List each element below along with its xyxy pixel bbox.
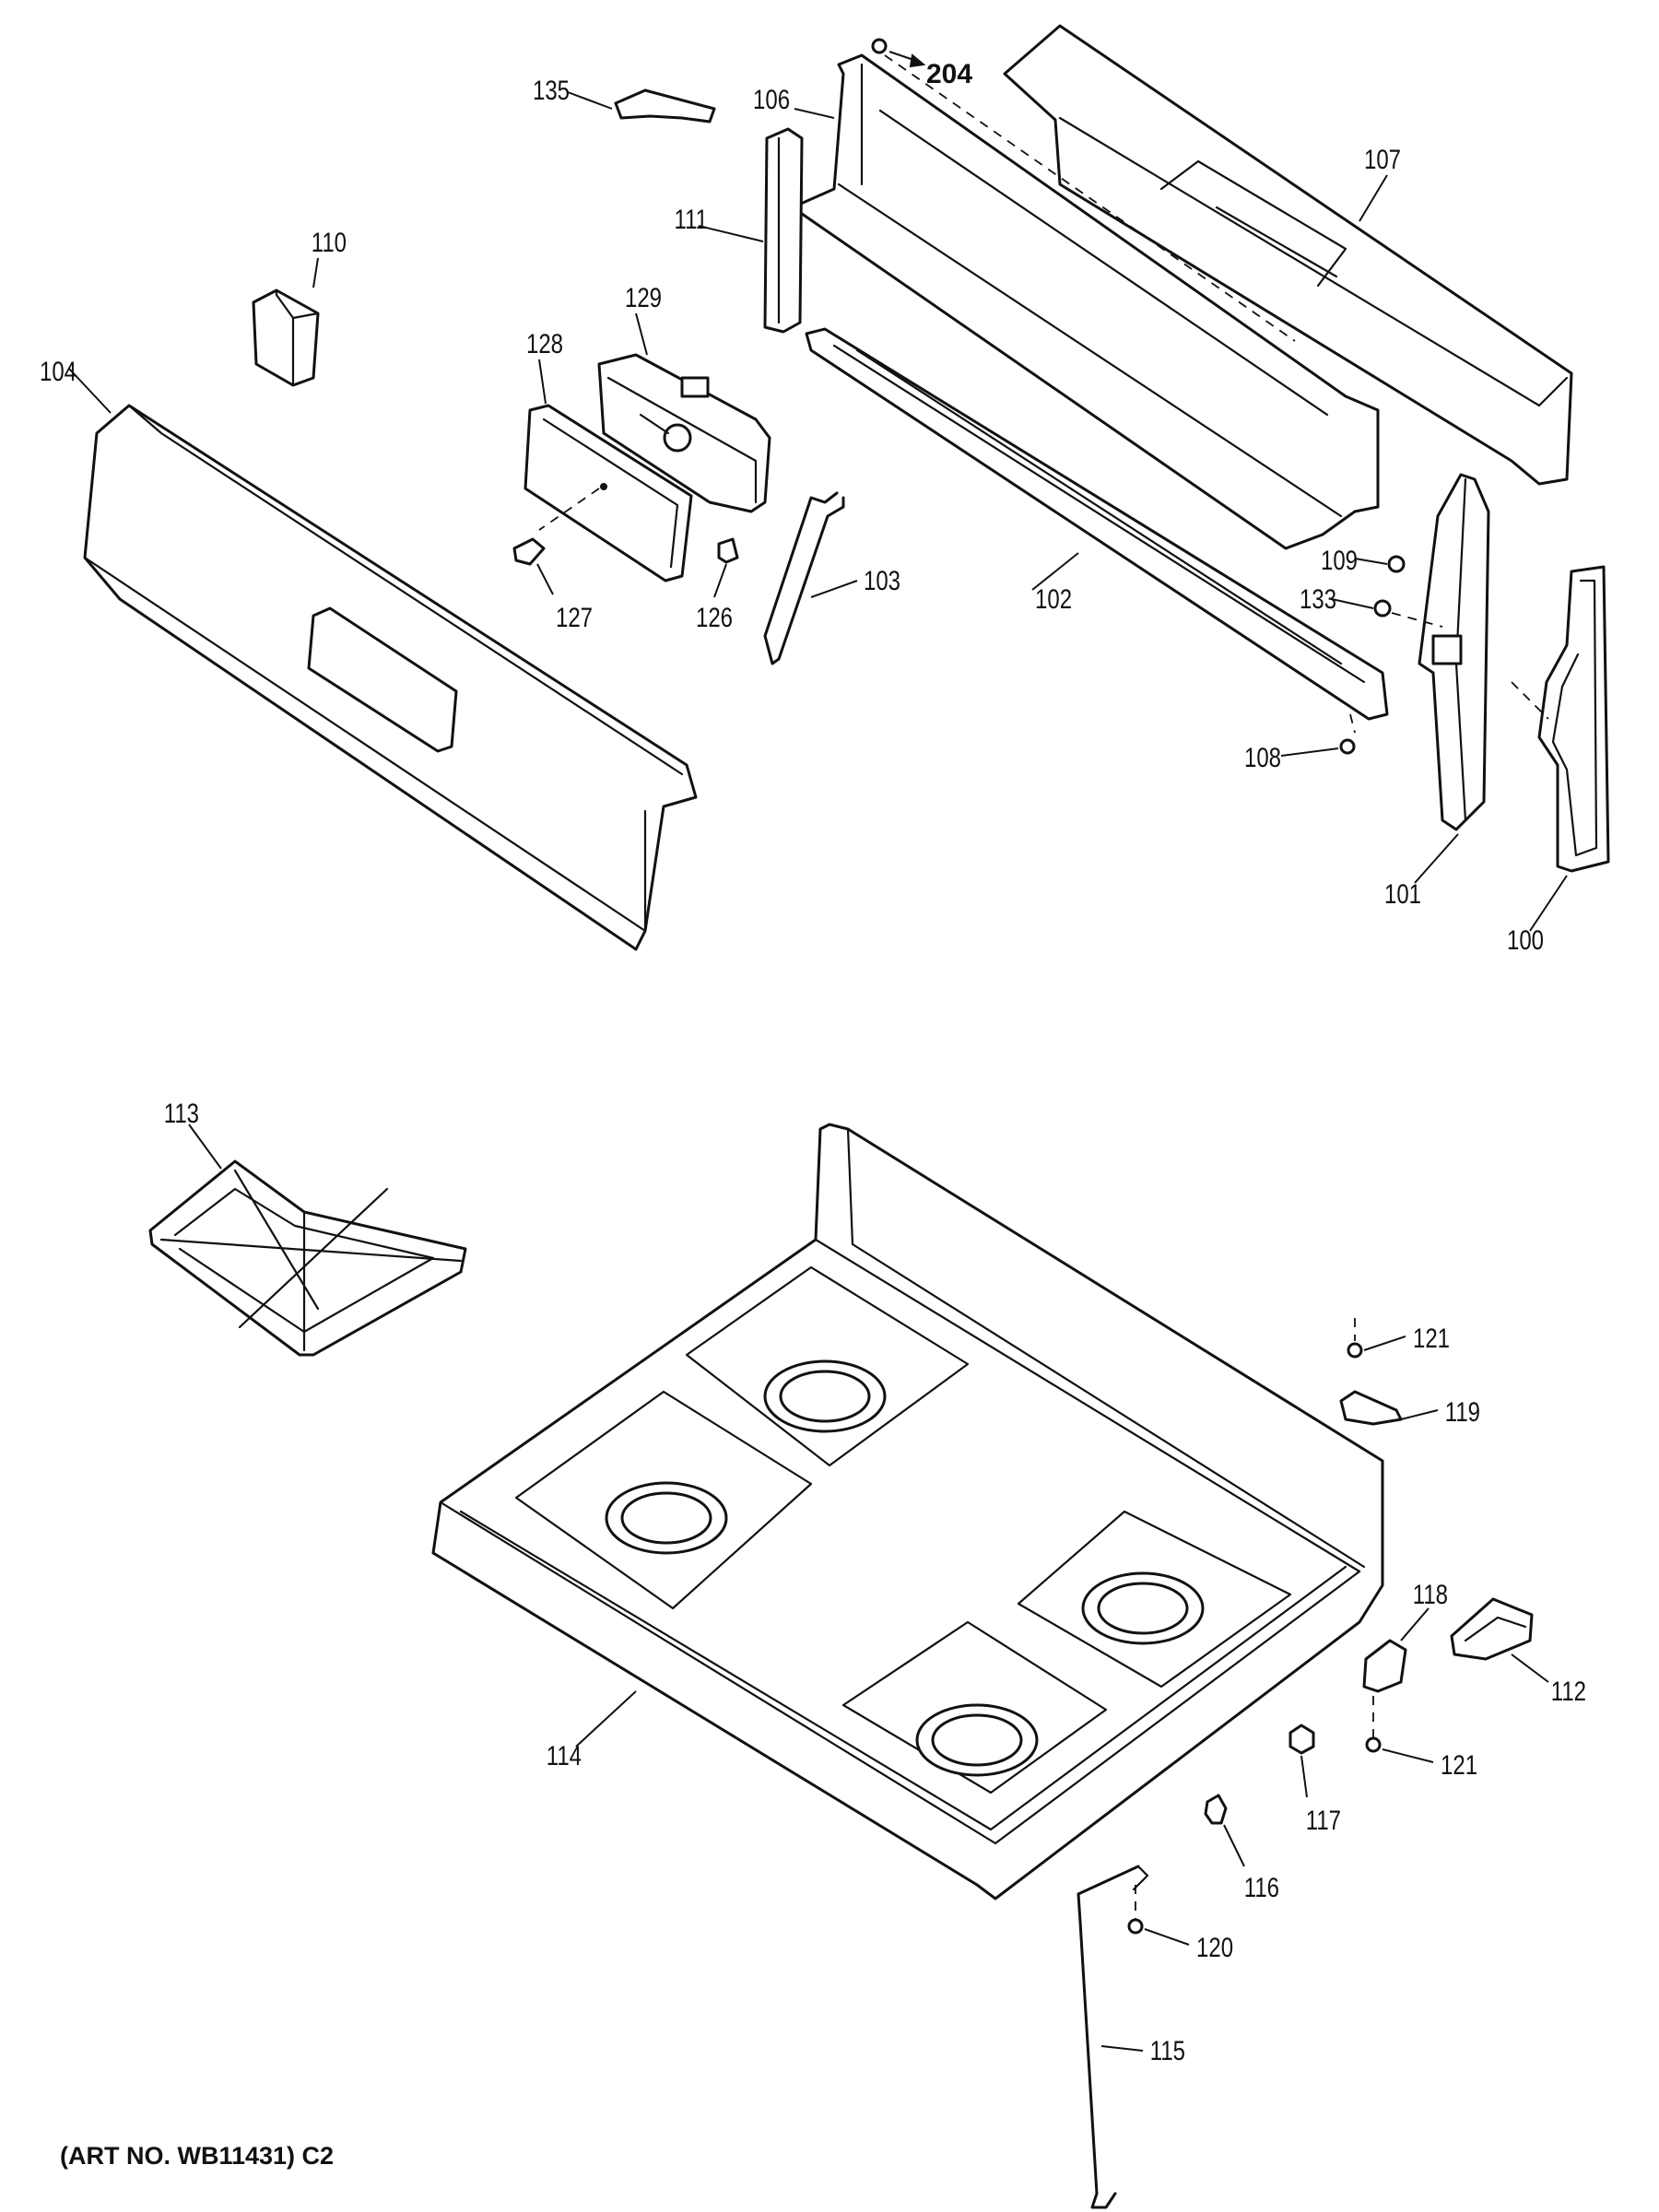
callout-135: 135: [533, 74, 570, 105]
callout-117: 117: [1306, 1804, 1341, 1835]
callout-119: 119: [1445, 1395, 1480, 1427]
callout-101: 101: [1384, 877, 1421, 909]
part-114-cooktop: [431, 1123, 1384, 1900]
callout-121-upper: 121: [1413, 1322, 1450, 1353]
part-106-backguard: [791, 53, 1380, 550]
callout-103: 103: [864, 564, 900, 595]
callout-111: 111: [675, 203, 708, 234]
part-109-nut: [1354, 555, 1406, 573]
callout-108: 108: [1244, 741, 1281, 772]
part-112-bracket: [1450, 1597, 1549, 1683]
callout-106: 106: [753, 83, 790, 114]
callout-110: 110: [312, 226, 347, 257]
part-119-bracket: [1339, 1390, 1439, 1426]
part-102-rail: [805, 327, 1389, 721]
part-117-nut: [1288, 1724, 1315, 1798]
part-107-rear-cover: [1003, 24, 1573, 486]
callout-116: 116: [1244, 1871, 1279, 1902]
part-204-screw: [871, 38, 926, 68]
callout-113: 113: [164, 1097, 199, 1128]
callout-133: 133: [1300, 582, 1336, 614]
part-104-control-panel: [68, 368, 698, 951]
callout-114: 114: [547, 1739, 582, 1771]
callout-118: 118: [1413, 1578, 1448, 1609]
part-115-rod: [1077, 1865, 1149, 2209]
part-100-end-cap: [1511, 565, 1610, 932]
part-135-bracket: [567, 88, 716, 124]
part-113-grate: [148, 1124, 467, 1357]
callout-128: 128: [526, 327, 563, 359]
part-103-brace: [763, 491, 858, 665]
callout-104: 104: [40, 355, 76, 386]
callout-129: 129: [625, 281, 662, 312]
callout-204: 204: [926, 59, 972, 89]
part-118-bracket: [1362, 1607, 1430, 1693]
callout-121-lower: 121: [1441, 1748, 1477, 1780]
part-126-clip: [713, 537, 739, 598]
callout-109: 109: [1321, 544, 1358, 575]
callout-115: 115: [1150, 2034, 1185, 2065]
part-110-module: [252, 257, 320, 387]
part-108-screw: [1280, 713, 1356, 757]
part-127-knob: [512, 537, 554, 595]
part-133-nut: [1331, 598, 1443, 628]
art-number: (ART NO. WB11431) C2: [60, 2142, 334, 2170]
callout-126: 126: [696, 601, 733, 632]
callout-102: 102: [1035, 582, 1072, 614]
callout-100: 100: [1507, 924, 1544, 955]
callout-112: 112: [1551, 1675, 1586, 1706]
callout-120: 120: [1196, 1931, 1233, 1962]
part-128-lens: [524, 359, 693, 582]
part-116-orifice: [1204, 1794, 1245, 1867]
callout-107: 107: [1364, 143, 1401, 174]
part-111-side-bracket: [698, 127, 804, 334]
part-121-screw-upper: [1347, 1318, 1406, 1359]
part-101-side-bracket: [1414, 473, 1490, 884]
part-121-screw-lower: [1365, 1696, 1434, 1763]
callout-127: 127: [556, 601, 593, 632]
part-129-timer: [597, 312, 771, 513]
part-120-screw: [1127, 1885, 1190, 1946]
